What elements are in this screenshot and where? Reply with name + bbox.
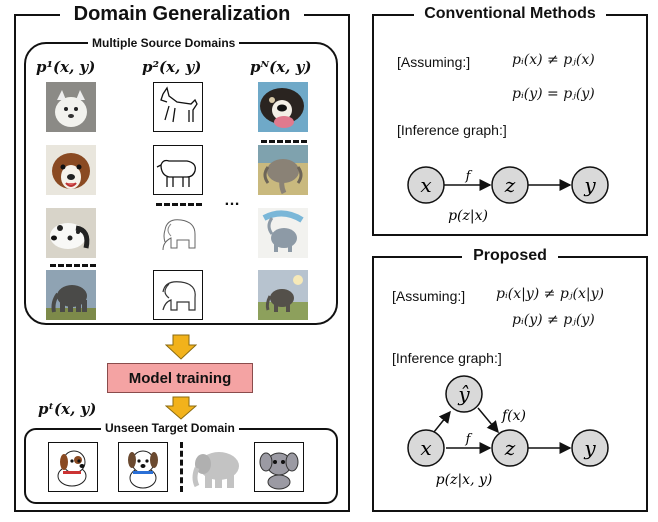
node-y (571, 429, 609, 467)
conventional-methods-title: Conventional Methods (414, 6, 606, 24)
painting-elephant-tile (258, 208, 308, 258)
divider (180, 442, 183, 492)
domain-label-2: p²(x, y) (142, 58, 202, 76)
target-domain-title: Unseen Target Domain (101, 421, 239, 435)
conventional-eq1: pᵢ(x) ≠ pⱼ(x) (512, 52, 595, 68)
photo-dog-tile (46, 82, 96, 132)
edge-f-label: f (465, 432, 473, 447)
divider (156, 203, 202, 206)
node-x-label: x (420, 436, 431, 460)
photo-elephant-tile (46, 270, 96, 320)
domain-label-1: p¹(x, y) (36, 58, 96, 76)
cartoon-dog-tile (48, 442, 98, 492)
node-z-label: z (504, 436, 516, 460)
edge-f-label: f (465, 169, 473, 184)
proposed-inference-label: [Inference graph:] (392, 350, 502, 366)
sketch-elephant-tile (153, 208, 203, 258)
photo-dog-tile (46, 208, 96, 258)
sketch-dog-tile (153, 82, 203, 132)
down-arrow-icon (165, 334, 197, 360)
conventional-inference-graph: x z y f p(z|x) (407, 166, 609, 224)
proposed-eq2: pᵢ(y) ≠ pⱼ(y) (512, 312, 595, 328)
conventional-assuming-label: [Assuming:] (397, 54, 471, 70)
node-y-label: y (583, 173, 596, 197)
divider (50, 264, 96, 267)
model-training-button[interactable]: Model training (107, 363, 253, 393)
node-y-label: y (583, 436, 596, 460)
painting-elephant-tile (258, 270, 308, 320)
conventional-dist-label: p(z|x) (448, 208, 488, 224)
cartoon-dog-tile (118, 442, 168, 492)
node-z-label: z (504, 173, 516, 197)
painting-elephant-tile (258, 145, 308, 195)
domain-generalization-title: Domain Generalization (60, 4, 304, 26)
ellipsis: … (224, 192, 240, 209)
proposed-assuming-label: [Assuming:] (392, 288, 466, 304)
node-x (407, 166, 445, 204)
proposed-title: Proposed (462, 248, 558, 266)
node-z (491, 166, 529, 204)
edge-yhat-z (477, 407, 499, 434)
painting-dog-tile (258, 82, 308, 132)
proposed-dist-label: p(z|x, y) (436, 472, 493, 488)
node-yhat-label: ŷ (457, 382, 470, 406)
node-y (571, 166, 609, 204)
proposed-panel (372, 256, 648, 512)
conventional-eq2: pᵢ(y) = pⱼ(y) (512, 86, 595, 102)
sketch-elephant-tile (153, 270, 203, 320)
node-z (491, 429, 529, 467)
photo-dog-tile (46, 145, 96, 195)
node-x (407, 429, 445, 467)
node-yhat (445, 375, 483, 413)
source-domains-title: Multiple Source Domains (88, 36, 240, 50)
down-arrow-icon (165, 396, 197, 420)
sketch-pig-tile (153, 145, 203, 195)
cartoon-elephant-tile (187, 442, 249, 492)
edge-fx-label: f(x) (501, 408, 526, 424)
proposed-eq1: pᵢ(x|y) ≠ pⱼ(x|y) (496, 286, 604, 302)
cartoon-elephant-tile (254, 442, 304, 492)
domain-label-n: pᴺ(x, y) (250, 58, 312, 76)
node-x-label: x (420, 173, 431, 197)
target-domain-label: pᵗ(x, y) (38, 400, 97, 418)
proposed-inference-graph: ŷ x z y f f(x) p(z|x, y) (407, 375, 609, 488)
edge-x-yhat (433, 410, 451, 433)
divider (261, 140, 307, 143)
conventional-inference-label: [Inference graph:] (397, 122, 507, 138)
